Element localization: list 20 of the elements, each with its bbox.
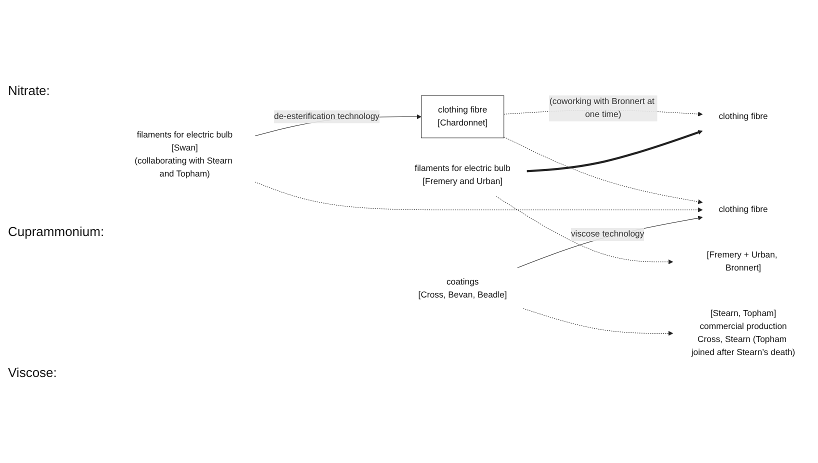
node-box: clothing fibre [Chardonnet] xyxy=(421,96,504,138)
arrow xyxy=(504,136,703,204)
arrow xyxy=(526,130,703,172)
node-text: coatings [Cross, Bevan, Beadle] xyxy=(418,278,507,300)
edge-label: (coworking with Bronnert at one time) xyxy=(549,97,654,120)
arrow xyxy=(254,182,703,212)
row-label: Cuprammonium: xyxy=(8,224,106,239)
row-label: Viscose: xyxy=(8,365,58,380)
node-text: filaments for electric bulb [Fremery and Urban] xyxy=(414,164,510,186)
arrow xyxy=(522,308,674,336)
node-text: [Stearn, Topham] commercial production Cross, Stearn (Topham joined after Stearn’s death) xyxy=(691,309,796,358)
arrow xyxy=(516,216,703,268)
node-text: clothing fibre xyxy=(718,205,768,214)
node-text: filaments for electric bulb [Swan] (collaborating with Stearn and Topham) xyxy=(134,130,233,179)
arrow xyxy=(496,196,674,264)
edge-label: viscose technology xyxy=(570,230,644,239)
row-label: Nitrate: xyxy=(8,83,51,98)
node-text: clothing fibre xyxy=(718,112,768,122)
edge-label: de-esterification technology xyxy=(274,112,380,122)
node-text: [Fremery + Urban, Bronnert] xyxy=(706,250,778,273)
